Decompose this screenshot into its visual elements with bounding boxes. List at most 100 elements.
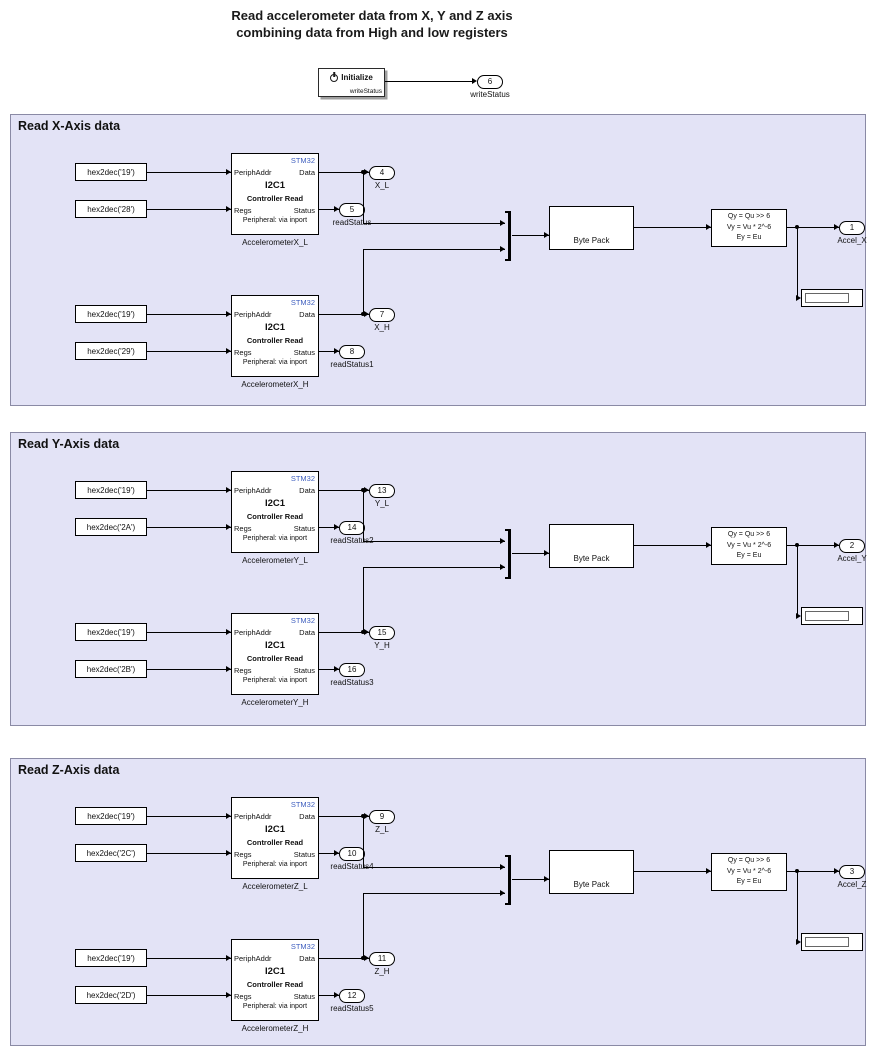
signal-wire[interactable] (363, 867, 505, 868)
signal-wire[interactable] (363, 249, 364, 314)
signal-wire[interactable] (319, 172, 369, 173)
display-block[interactable] (801, 289, 863, 307)
signal-wire[interactable] (147, 816, 231, 817)
constant-block-periphaddr[interactable]: hex2dec('19') (75, 949, 147, 967)
outport-block[interactable]: 7 (369, 308, 395, 322)
data-type-conversion-block[interactable]: Qy = Qu >> 6 Vy = Vu * 2^-6 Ey = Eu (711, 527, 787, 565)
byte-pack-block[interactable]: Byte Pack (549, 850, 634, 894)
constant-block-register[interactable]: hex2dec('29') (75, 342, 147, 360)
constant-block-periphaddr[interactable]: hex2dec('19') (75, 163, 147, 181)
signal-wire[interactable] (385, 81, 472, 82)
constant-block-register[interactable]: hex2dec('2D') (75, 986, 147, 1004)
signal-wire[interactable] (147, 314, 231, 315)
signal-wire[interactable] (797, 228, 798, 298)
signal-wire[interactable] (634, 545, 711, 546)
signal-wire[interactable] (363, 541, 505, 542)
signal-wire[interactable] (363, 893, 364, 958)
data-type-conversion-block[interactable]: Qy = Qu >> 6 Vy = Vu * 2^-6 Ey = Eu (711, 209, 787, 247)
i2c-controller-read-block[interactable]: STM32 PeriphAddr Data I2C1 Controller Re… (231, 295, 319, 377)
mux-block[interactable] (505, 211, 511, 261)
signal-wire[interactable] (363, 172, 364, 223)
signal-wire[interactable] (319, 490, 369, 491)
signal-wire[interactable] (319, 958, 369, 959)
signal-wire[interactable] (319, 995, 339, 996)
signal-wire[interactable] (319, 314, 369, 315)
outport-block[interactable]: 12 (339, 989, 365, 1003)
outport-block[interactable]: 5 (339, 203, 365, 217)
signal-wire[interactable] (319, 669, 339, 670)
axis-area-panel[interactable]: Read Y-Axis data hex2dec('19') hex2dec('… (10, 432, 867, 726)
outport-block[interactable]: 11 (369, 952, 395, 966)
signal-wire[interactable] (147, 172, 231, 173)
signal-wire[interactable] (363, 490, 364, 541)
outport-block[interactable]: 13 (369, 484, 395, 498)
signal-wire[interactable] (512, 553, 549, 554)
outport-block[interactable]: 6 (477, 75, 503, 89)
constant-block-periphaddr[interactable]: hex2dec('19') (75, 623, 147, 641)
i2c-controller-read-block[interactable]: STM32 PeriphAddr Data I2C1 Controller Re… (231, 471, 319, 553)
constant-block-register[interactable]: hex2dec('2A') (75, 518, 147, 536)
signal-wire[interactable] (147, 209, 231, 210)
signal-wire[interactable] (363, 567, 505, 568)
display-block[interactable] (801, 607, 863, 625)
signal-wire[interactable] (634, 227, 711, 228)
constant-block-register[interactable]: hex2dec('2B') (75, 660, 147, 678)
signal-wire[interactable] (363, 567, 364, 632)
signal-wire[interactable] (787, 871, 839, 872)
signal-wire[interactable] (363, 223, 505, 224)
constant-block-periphaddr[interactable]: hex2dec('19') (75, 305, 147, 323)
outport-block[interactable]: 3 (839, 865, 865, 879)
signal-wire[interactable] (797, 872, 798, 942)
axis-area-panel[interactable]: Read Z-Axis data hex2dec('19') hex2dec('… (10, 758, 866, 1046)
byte-pack-block[interactable]: Byte Pack (549, 206, 634, 250)
mux-block[interactable] (505, 855, 511, 905)
signal-wire[interactable] (512, 879, 549, 880)
initialize-block[interactable]: Initialize writeStatus (318, 68, 385, 97)
signal-wire[interactable] (319, 209, 339, 210)
data-type-conversion-block[interactable]: Qy = Qu >> 6 Vy = Vu * 2^-6 Ey = Eu (711, 853, 787, 891)
signal-wire[interactable] (319, 816, 369, 817)
signal-wire[interactable] (363, 249, 505, 250)
display-block[interactable] (801, 933, 863, 951)
signal-wire[interactable] (319, 632, 369, 633)
outport-block[interactable]: 2 (839, 539, 865, 553)
signal-wire[interactable] (147, 351, 231, 352)
signal-wire[interactable] (512, 235, 549, 236)
outport-block[interactable]: 16 (339, 663, 365, 677)
signal-wire[interactable] (147, 632, 231, 633)
i2c-controller-read-block[interactable]: STM32 PeriphAddr Data I2C1 Controller Re… (231, 939, 319, 1021)
i2c-controller-read-block[interactable]: STM32 PeriphAddr Data I2C1 Controller Re… (231, 153, 319, 235)
signal-wire[interactable] (787, 545, 839, 546)
signal-wire[interactable] (147, 527, 231, 528)
signal-wire[interactable] (797, 546, 798, 616)
constant-block-periphaddr[interactable]: hex2dec('19') (75, 481, 147, 499)
signal-wire[interactable] (147, 490, 231, 491)
outport-block[interactable]: 9 (369, 810, 395, 824)
mux-block[interactable] (505, 529, 511, 579)
outport-block[interactable]: 8 (339, 345, 365, 359)
byte-pack-block[interactable]: Byte Pack (549, 524, 634, 568)
signal-wire[interactable] (147, 995, 231, 996)
axis-area-panel[interactable]: Read X-Axis data hex2dec('19') hex2dec('… (10, 114, 867, 406)
outport-block[interactable]: 15 (369, 626, 395, 640)
signal-wire[interactable] (147, 853, 231, 854)
i2c-controller-read-block[interactable]: STM32 PeriphAddr Data I2C1 Controller Re… (231, 613, 319, 695)
signal-wire[interactable] (363, 816, 364, 867)
outport-block[interactable]: 1 (839, 221, 865, 235)
signal-wire[interactable] (787, 227, 839, 228)
outport-block[interactable]: 14 (339, 521, 365, 535)
signal-wire[interactable] (319, 527, 339, 528)
signal-wire[interactable] (363, 893, 505, 894)
constant-block-register[interactable]: hex2dec('28') (75, 200, 147, 218)
signal-wire[interactable] (634, 871, 711, 872)
constant-block-register[interactable]: hex2dec('2C') (75, 844, 147, 862)
constant-block-periphaddr[interactable]: hex2dec('19') (75, 807, 147, 825)
signal-wire[interactable] (147, 669, 231, 670)
signal-wire[interactable] (147, 958, 231, 959)
i2c-controller-read-block[interactable]: STM32 PeriphAddr Data I2C1 Controller Re… (231, 797, 319, 879)
signal-wire[interactable] (319, 351, 339, 352)
signal-wire[interactable] (319, 853, 339, 854)
outport-block[interactable]: 4 (369, 166, 395, 180)
outport-block[interactable]: 10 (339, 847, 365, 861)
initialize-header: Initialize (319, 73, 384, 82)
